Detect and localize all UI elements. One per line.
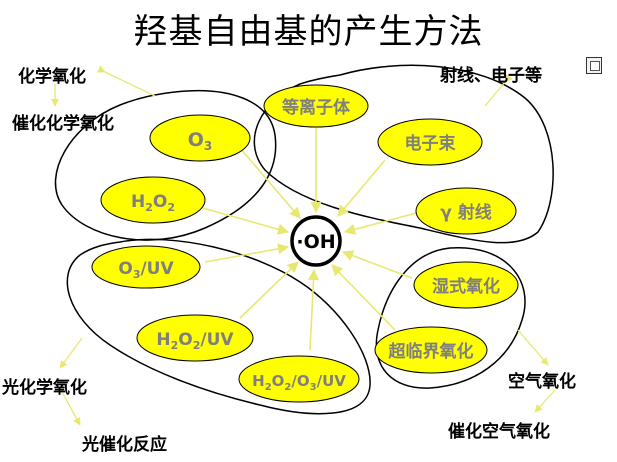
arrow-h2o2o3uv [307, 268, 320, 351]
label-chem-oxidation: 化学氧化 [18, 67, 86, 87]
arrow-gamma [343, 211, 421, 235]
method-supercritical: 超临界氧化 [374, 326, 488, 374]
page-title: 羟基自由基的产生方法 [133, 12, 484, 52]
svg-text:等离子体: 等离子体 [282, 97, 351, 118]
arrow-h2o2uv [239, 261, 299, 319]
photo-group-outline [66, 238, 371, 415]
method-h2o2uv: H2O2/UV [136, 314, 254, 362]
wet-group-outline [375, 247, 526, 389]
svg-text:O3/UV: O3/UV [118, 259, 174, 281]
arrow-o3uv [204, 243, 290, 263]
svg-text:H2O2: H2O2 [131, 192, 175, 214]
method-nodes: O3 H2O2 等离子体 电子束 γ 射线 O3/UV [91, 84, 519, 403]
method-o3: O3 [149, 114, 251, 162]
arrow-supercritical [331, 264, 396, 331]
center-label: ·OH [296, 231, 335, 253]
svg-text:电子束: 电子束 [405, 133, 456, 154]
method-ebeam: 电子束 [377, 118, 483, 166]
method-gamma: γ 射线 [415, 187, 517, 235]
method-wet: 湿式氧化 [413, 261, 519, 309]
label-photocatalytic: 光催化反应 [82, 435, 167, 455]
svg-text:H2O2/O3/UV: H2O2/O3/UV [252, 372, 346, 393]
svg-text:湿式氧化: 湿式氧化 [432, 276, 500, 297]
arrow-wet [341, 250, 413, 279]
arrow-ebeam [337, 159, 386, 217]
label-cat-air-oxidation: 催化空气氧化 [448, 422, 550, 442]
label-connectors [51, 65, 556, 426]
svg-text:γ 射线: γ 射线 [440, 202, 492, 223]
method-plasma: 等离子体 [263, 84, 369, 128]
label-photochem-oxidation: 光化学氧化 [2, 378, 87, 398]
method-h2o2o3uv: H2O2/O3/UV [238, 355, 360, 403]
center-node [290, 215, 342, 267]
label-air-oxidation: 空气氧化 [508, 372, 576, 392]
method-h2o2: H2O2 [100, 176, 206, 224]
svg-text:超临界氧化: 超临界氧化 [389, 341, 474, 362]
document-icon[interactable] [586, 57, 602, 74]
label-cat-chem-oxidation: 催化化学氧化 [12, 114, 114, 134]
label-radiation-electron: 射线、电子等 [440, 66, 542, 86]
arrow-o3 [239, 147, 301, 219]
arrow-h2o2 [191, 204, 290, 235]
method-o3uv: O3/UV [91, 245, 201, 289]
arrows [191, 125, 421, 351]
